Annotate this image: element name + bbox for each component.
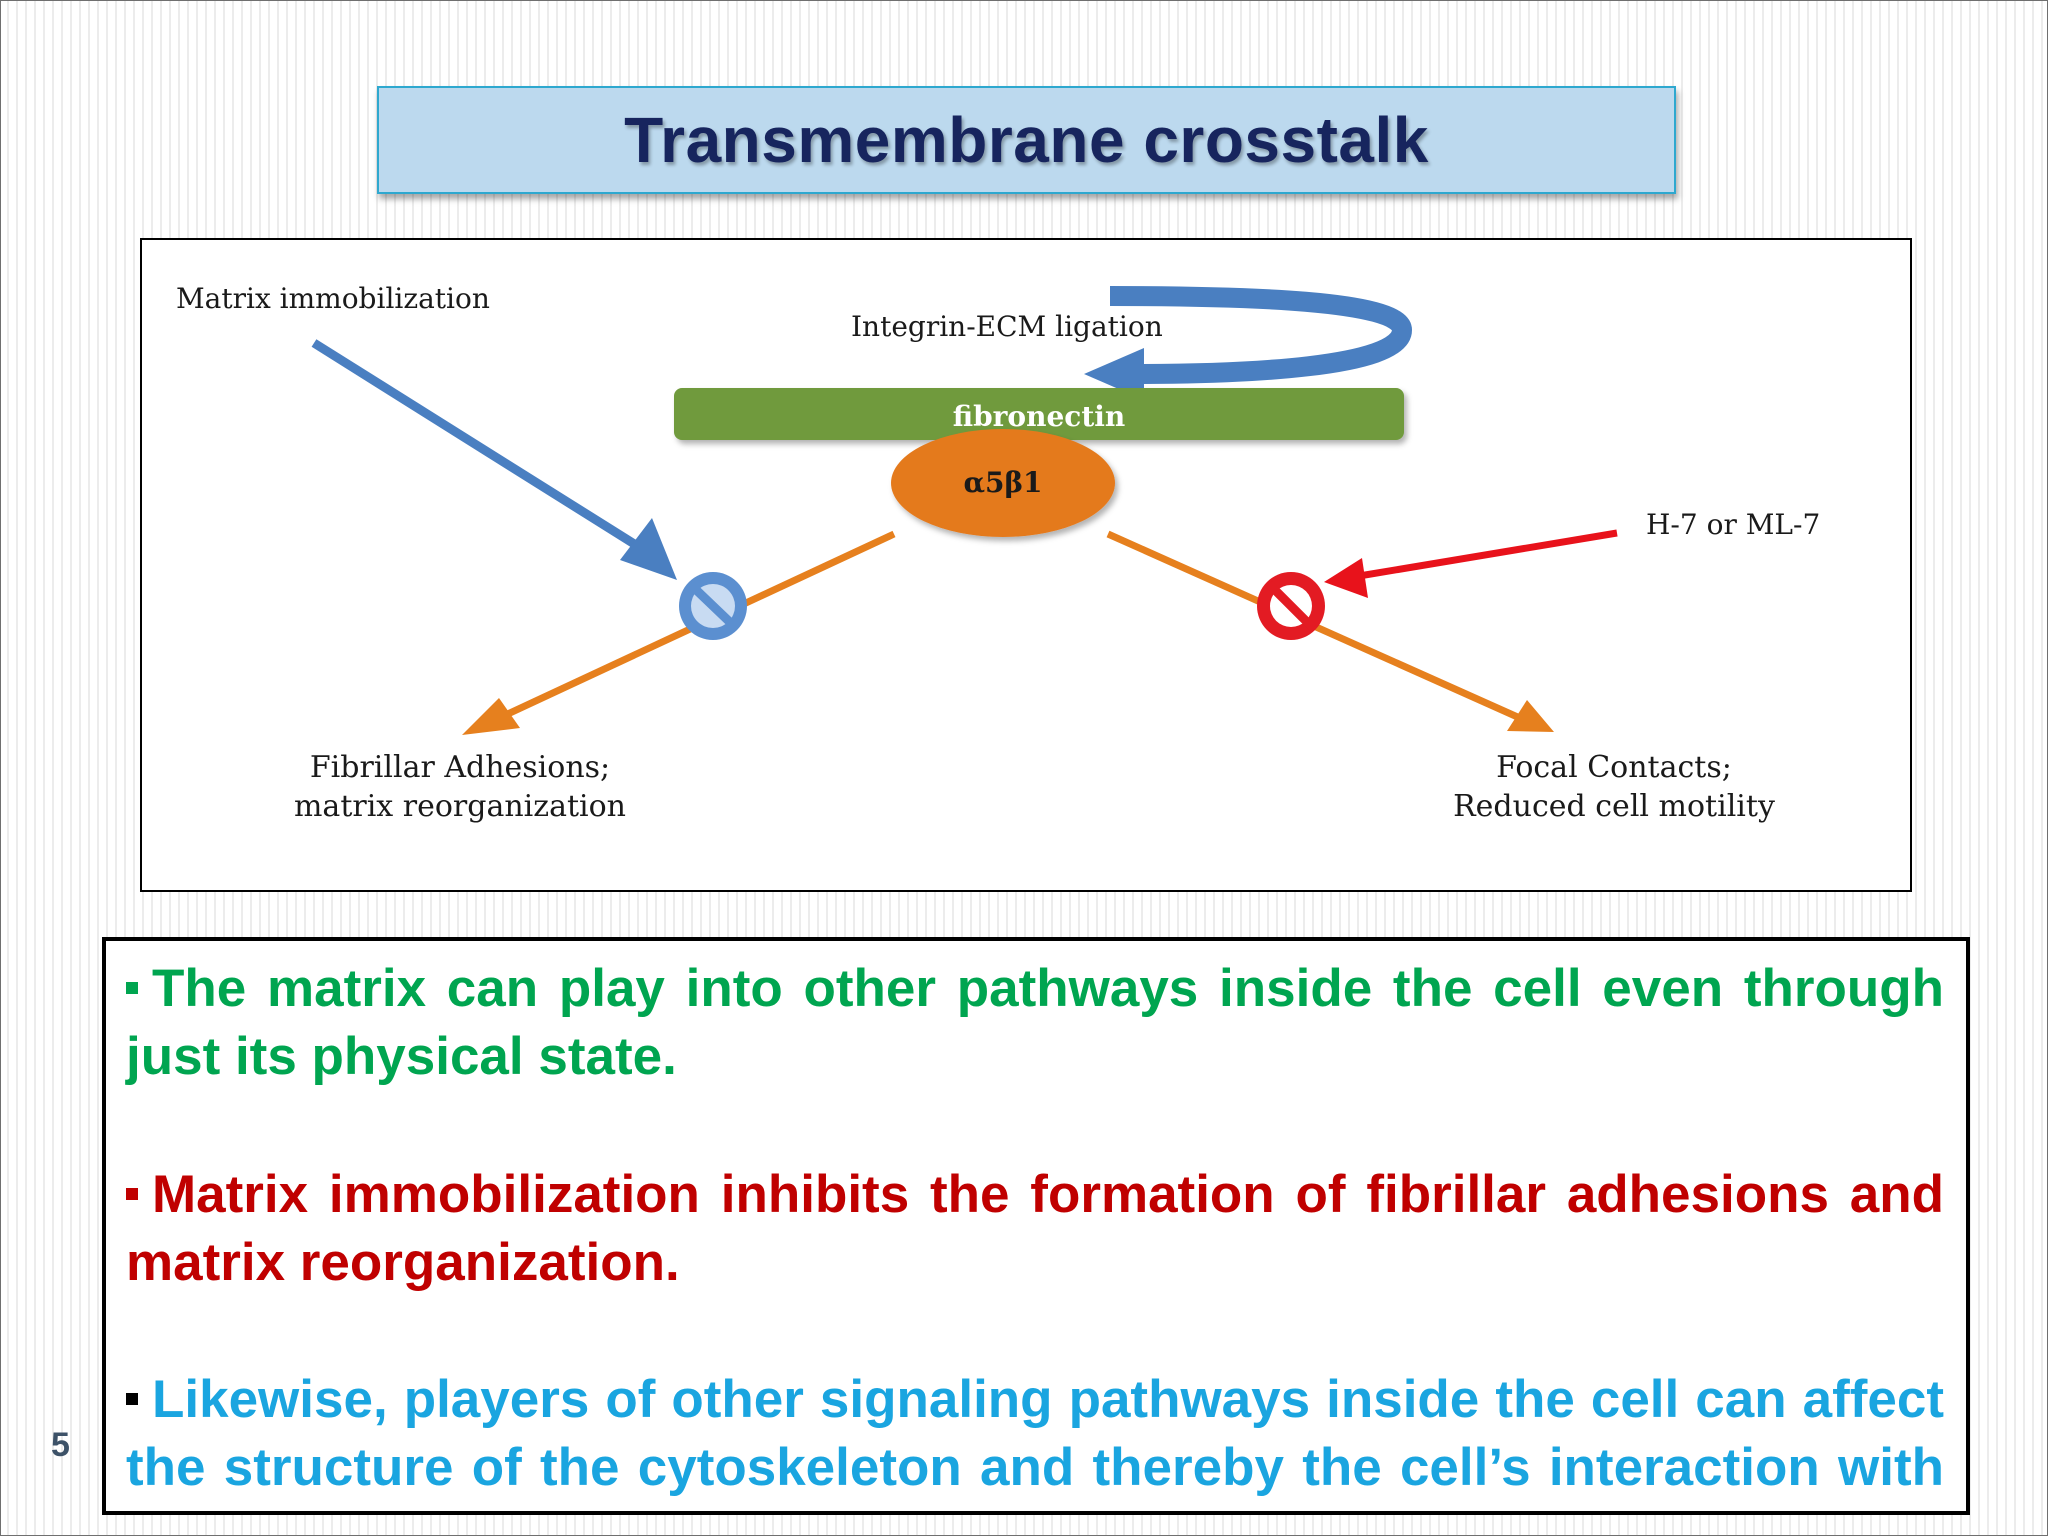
square-bullet-icon	[126, 1393, 138, 1405]
bullet-item-2: Matrix immobilization inhibits the forma…	[126, 1161, 1944, 1297]
fibronectin-bar	[674, 388, 1404, 440]
left-outcome-line1: Fibrillar Adhesions;	[310, 750, 610, 785]
slide-title: Transmembrane crosstalk	[624, 104, 1429, 176]
integrin-ellipse	[891, 429, 1115, 537]
inhibitor-arrowhead	[1324, 558, 1368, 598]
bullet-item-1: The matrix can play into other pathways …	[126, 955, 1944, 1091]
inhibitor-label: H-7 or ML-7	[1646, 508, 1820, 541]
square-bullet-icon	[126, 982, 138, 994]
fibronectin-label: fibronectin	[953, 400, 1126, 433]
right-outcome-line1: Focal Contacts;	[1496, 750, 1732, 785]
bullet-text-box: The matrix can play into other pathways …	[102, 937, 1970, 1515]
integrin-ecm-ligation-label: Integrin-ECM ligation	[851, 310, 1163, 343]
left-outcome-line2: matrix reorganization	[294, 789, 626, 824]
diagram-figure: fibronectin α5β1	[140, 238, 1912, 892]
left-pathway-arrowhead	[462, 698, 520, 735]
no-entry-blue-icon	[679, 572, 747, 640]
bullet-text-2: Matrix immobilization inhibits the forma…	[126, 1165, 1944, 1292]
bullet-text-1: The matrix can play into other pathways …	[126, 959, 1944, 1086]
diagram-svg: fibronectin α5β1	[176, 282, 1820, 824]
title-box: Transmembrane crosstalk	[377, 86, 1676, 194]
matrix-immobilization-arrowhead	[620, 518, 677, 580]
no-entry-red-icon	[1257, 572, 1325, 640]
matrix-immobilization-arrow	[311, 339, 650, 556]
right-outcome-line2: Reduced cell motility	[1453, 789, 1775, 824]
ligation-arrowhead	[1084, 348, 1144, 400]
inhibitor-arrow	[1346, 529, 1618, 582]
page-number: 5	[51, 1426, 70, 1464]
integrin-label: α5β1	[963, 466, 1042, 499]
bullet-text-3: Likewise, players of other signaling pat…	[126, 1370, 1944, 1511]
square-bullet-icon	[126, 1188, 138, 1200]
right-pathway-arrowhead	[1507, 700, 1554, 732]
ligation-curve-arrow	[1109, 286, 1413, 384]
matrix-immobilization-label: Matrix immobilization	[176, 282, 490, 315]
bullet-item-3: Likewise, players of other signaling pat…	[126, 1366, 1944, 1511]
